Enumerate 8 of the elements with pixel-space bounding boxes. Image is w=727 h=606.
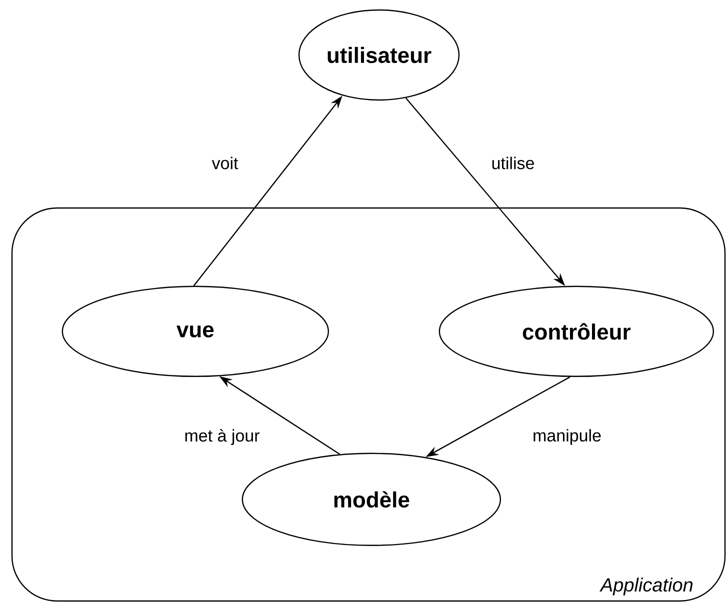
edge-label: utilise: [490, 156, 536, 170]
ellipse-node: modèle: [242, 452, 501, 546]
edge-label: met à jour: [183, 428, 261, 446]
ellipse-node: contrôleur: [438, 286, 714, 377]
ellipse-node: vue: [62, 286, 329, 377]
edge-label: manipule: [532, 428, 602, 446]
ellipse-node: utilisateur: [298, 9, 460, 101]
edge-label: voit: [210, 156, 240, 170]
